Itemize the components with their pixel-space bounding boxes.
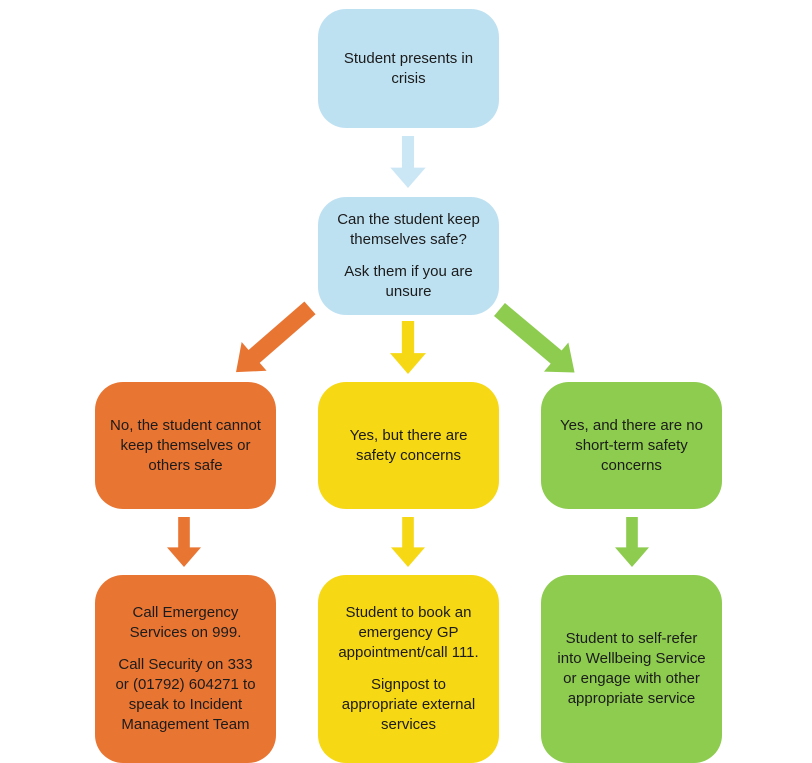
node-text: Can the student keep themselves safe? [337, 211, 480, 248]
node-text: Call Security on 333 or (01792) 604271 t… [115, 656, 256, 733]
node-text: No, the student cannot keep themselves o… [110, 416, 261, 474]
arrow-question-to-yes-safe [487, 294, 587, 388]
node-book-gp-appointment: Student to book an emergency GP appointm… [318, 575, 499, 763]
node-text: Student to self-refer into Wellbeing Ser… [557, 630, 706, 707]
node-text: Ask them if you are unsure [344, 263, 473, 300]
node-text: Student to book an emergency GP appointm… [338, 604, 479, 661]
node-text: Signpost to appropriate external service… [341, 676, 476, 733]
node-cannot-keep-safe: No, the student cannot keep themselves o… [95, 382, 276, 509]
node-student-presents-in-crisis: Student presents in crisis [318, 9, 499, 128]
node-text: Yes, and there are no short-term safety … [560, 416, 703, 474]
arrow-question-to-no [223, 293, 323, 387]
node-yes-safety-concerns: Yes, but there are safety concerns [318, 382, 499, 509]
arrow-yes-concerns-to-gp [391, 516, 425, 568]
node-text: Call Emergency Services on 999. [129, 604, 242, 641]
node-self-refer-wellbeing: Student to self-refer into Wellbeing Ser… [541, 575, 722, 763]
node-yes-no-concerns: Yes, and there are no short-term safety … [541, 382, 722, 509]
arrow-yes-safe-to-wellbeing [615, 516, 649, 568]
node-call-emergency-services: Call Emergency Services on 999. Call Sec… [95, 575, 276, 763]
node-can-student-keep-safe: Can the student keep themselves safe? As… [318, 197, 499, 315]
arrow-no-to-emergency [167, 516, 201, 568]
arrow-question-to-yes-concerns [390, 321, 426, 374]
arrow-start-to-question [390, 136, 426, 188]
node-text: Yes, but there are safety concerns [349, 426, 468, 464]
node-text: Student presents in crisis [343, 49, 474, 87]
